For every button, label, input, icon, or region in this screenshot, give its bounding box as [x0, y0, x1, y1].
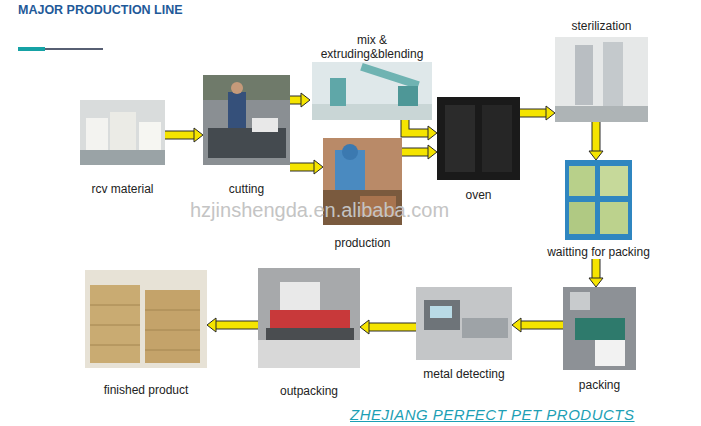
step-label: metal detecting [423, 367, 504, 381]
arrow-outline [521, 321, 563, 330]
flow-arrow [290, 93, 310, 107]
arrow-shaft [290, 164, 314, 171]
flow-arrow [589, 122, 603, 160]
flow-arrow [402, 145, 437, 159]
photo-waiting [565, 160, 632, 240]
arrow-outline [402, 148, 428, 157]
process-step: outpacking [258, 268, 360, 398]
photo-area [545, 160, 652, 240]
arrow-head [428, 126, 437, 140]
step-label: cutting [229, 182, 264, 196]
process-step: cutting [203, 75, 290, 196]
flow-arrow [589, 259, 603, 287]
arrow-shaft [521, 322, 563, 329]
process-step: finished product [85, 270, 207, 397]
process-step: production [323, 138, 402, 250]
process-step: metal detecting [416, 287, 512, 381]
arrow-shaft [216, 322, 258, 329]
arrow-head [314, 160, 323, 174]
arrow-head [360, 320, 369, 334]
arrow-head [589, 151, 603, 160]
photo-area [416, 287, 512, 360]
flow-arrow [360, 320, 416, 334]
photo-area [555, 37, 648, 122]
arrow-head [589, 278, 603, 287]
flow-arrow [165, 128, 203, 142]
process-step: packing [563, 287, 636, 392]
photo-packing [563, 287, 636, 370]
photo-area [310, 62, 434, 120]
flow-arrow [290, 160, 323, 174]
arrow-shaft [520, 110, 546, 117]
flow-arrow [405, 120, 437, 140]
title-rule [45, 48, 103, 50]
arrow-head [428, 145, 437, 159]
title-bar [18, 47, 45, 51]
photo-area [437, 97, 520, 180]
process-step: rcv material [80, 100, 165, 196]
arrow-shaft [290, 97, 301, 104]
step-label: rcv material [91, 182, 153, 196]
arrow-head [512, 318, 521, 332]
process-step: sterilization [555, 19, 648, 122]
photo-area [258, 268, 360, 368]
photo-finished-product [85, 270, 207, 368]
process-step: oven [437, 97, 520, 202]
photo-rcv-material [80, 100, 165, 165]
photo-area [323, 138, 402, 225]
watermark: hzjinshengda.en.alibaba.com [190, 199, 449, 221]
caption: ZHEJIANG PERFECT PET PRODUCTS [350, 406, 635, 424]
arrow-outline [216, 321, 258, 330]
photo-outpacking [258, 268, 360, 368]
step-label: packing [579, 378, 620, 392]
step-label: mix & extruding&blending [312, 33, 432, 61]
step-label: finished product [104, 383, 189, 397]
arrow-shaft [369, 324, 416, 331]
arrow-outline [592, 259, 601, 278]
photo-cutting [203, 75, 290, 165]
step-label: outpacking [280, 384, 338, 398]
arrow-outline [520, 109, 546, 118]
photo-mixing [312, 62, 432, 120]
photo-oven [437, 97, 520, 180]
photo-metal-detecting [416, 287, 512, 360]
arrow-shaft [402, 149, 428, 156]
arrow-outline [369, 323, 416, 332]
arrow-outline [405, 120, 428, 133]
flow-arrow [520, 106, 555, 120]
arrow-shaft [593, 259, 600, 278]
arrow-head [194, 128, 203, 142]
arrow-outline [290, 163, 314, 172]
step-label: oven [465, 188, 491, 202]
arrow-shaft [165, 132, 194, 139]
photo-area [203, 75, 290, 165]
process-step: waitting for packing [545, 160, 652, 259]
photo-sterilization [555, 37, 648, 122]
photo-area [563, 287, 636, 370]
arrow-head [207, 318, 216, 332]
arrow-head [546, 106, 555, 120]
flow-arrow [512, 318, 563, 332]
arrow-outline [592, 122, 601, 151]
flow-arrow [207, 318, 258, 332]
step-label: sterilization [571, 19, 631, 33]
arrow-outline [165, 131, 194, 140]
arrow-head [301, 93, 310, 107]
process-step: mix & extruding&blending [310, 33, 434, 120]
photo-area [85, 270, 207, 368]
title: MAJOR PRODUCTION LINE [18, 3, 183, 18]
step-label: waitting for packing [547, 245, 650, 259]
arrow-outline [290, 96, 301, 105]
arrow-shaft [593, 122, 600, 151]
step-label: production [334, 236, 390, 250]
photo-area [80, 100, 165, 165]
arrow-shaft [405, 120, 428, 133]
